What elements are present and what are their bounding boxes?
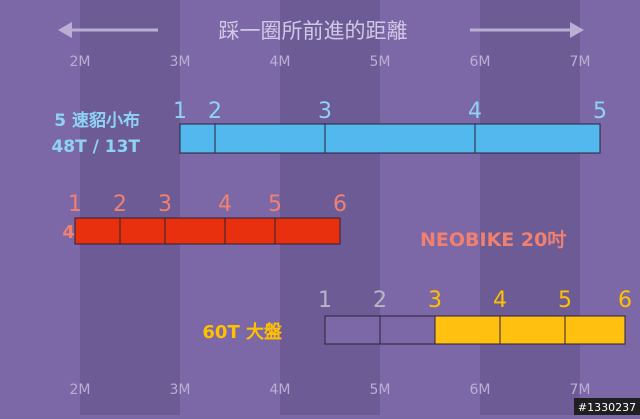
series-name: 5 速貂小布 (54, 110, 140, 131)
gear-segment (324, 315, 381, 345)
gear-number-label: 6 (333, 192, 347, 217)
background-band (80, 0, 180, 415)
gear-number-label: 5 (268, 192, 282, 217)
x-tick-label-bottom: 5M (370, 382, 391, 398)
x-ticks-top: 2M 3M 4M 5M 6M 7M (70, 54, 591, 70)
gear-segment (74, 217, 121, 245)
axis-top: 踩一圈所前進的距離 (58, 19, 584, 43)
x-tick-label-top: 2M (70, 54, 91, 70)
gear-number-label: 5 (593, 99, 607, 124)
x-tick-label-top: 5M (370, 54, 391, 70)
x-tick-label-bottom: 4M (270, 382, 291, 398)
x-ticks-bottom: 2M 3M 4M 5M 6M 7M (70, 382, 591, 398)
gear-segment (324, 123, 476, 154)
gear-number-label: 4 (493, 288, 507, 313)
gear-number-label: 1 (68, 192, 82, 217)
gear-segment (564, 315, 626, 345)
gear-segment (214, 123, 326, 154)
gear-number-label: 5 (558, 288, 572, 313)
gear-number-label: 2 (373, 288, 387, 313)
watermark: #1330237 (578, 401, 636, 414)
gear-number-label: 3 (158, 192, 172, 217)
background-band (280, 0, 380, 415)
gear-segment (379, 315, 436, 345)
gear-segment (179, 123, 216, 154)
gear-number-label: 1 (173, 99, 187, 124)
gear-number-label: 1 (318, 288, 332, 313)
gear-number-label: 2 (208, 99, 222, 124)
gear-segment (434, 315, 501, 345)
chart-title: 踩一圈所前進的距離 (219, 19, 408, 43)
background-band (380, 0, 480, 415)
x-tick-label-top: 3M (170, 54, 191, 70)
background-band (580, 0, 640, 415)
gear-segment (164, 217, 226, 245)
gear-number-label: 6 (618, 288, 632, 313)
gear-segment (224, 217, 276, 245)
right-arrow-icon (570, 22, 584, 38)
gear-number-label: 3 (428, 288, 442, 313)
x-tick-label-bottom: 7M (570, 382, 591, 398)
gear-segment (474, 123, 601, 154)
gear-segment (499, 315, 566, 345)
background-band (0, 0, 80, 415)
gear-series-row: 60T 大盤 1 2 3 4 5 6 (202, 288, 632, 345)
gear-number-label: 2 (113, 192, 127, 217)
series-name: 60T 大盤 (202, 321, 283, 343)
gear-number-label: 4 (468, 99, 482, 124)
x-tick-label-top: 4M (270, 54, 291, 70)
gear-number-label: 3 (318, 99, 332, 124)
series-name: 48T / 13T (51, 137, 140, 157)
x-tick-label-bottom: 6M (470, 382, 491, 398)
x-tick-label-bottom: 3M (170, 382, 191, 398)
watermark-box (574, 398, 640, 415)
background-band (480, 0, 580, 415)
x-tick-label-top: 7M (570, 54, 591, 70)
x-tick-label-bottom: 2M (70, 382, 91, 398)
left-arrow-icon (58, 22, 72, 38)
gear-segment (274, 217, 341, 245)
background-band (180, 0, 280, 415)
gear-segment (119, 217, 166, 245)
bike-model-note: NEOBIKE 20吋 (420, 229, 566, 251)
gear-number-label: 4 (218, 192, 232, 217)
x-tick-label-top: 6M (470, 54, 491, 70)
